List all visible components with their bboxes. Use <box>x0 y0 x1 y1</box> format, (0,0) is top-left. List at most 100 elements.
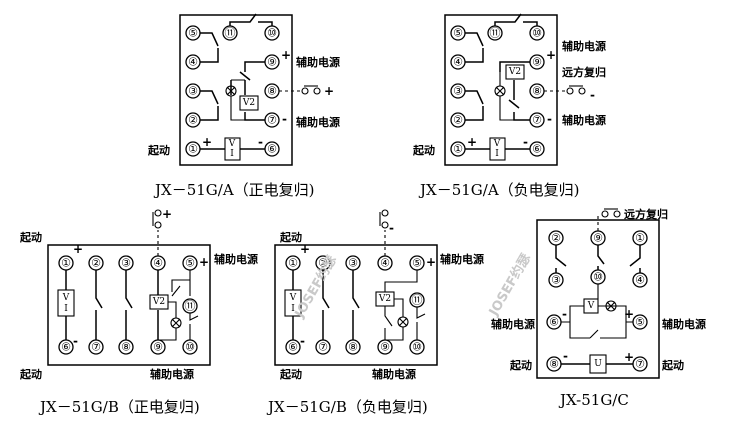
svg-text:起动: 起动 <box>19 367 42 381</box>
svg-text:③: ③ <box>453 85 463 98</box>
svg-text:V: V <box>493 139 501 149</box>
svg-text:①: ① <box>288 257 298 270</box>
contact-3-2 <box>200 90 219 121</box>
contact-1-4 <box>629 245 641 273</box>
svg-text:V2: V2 <box>508 67 521 77</box>
svg-text:⑩: ⑩ <box>593 271 603 284</box>
svg-text:+: + <box>199 255 209 269</box>
terminal-6-label: ⑥ <box>267 143 277 156</box>
terminal-11-label: ⑪ <box>225 27 236 40</box>
svg-text:V: V <box>289 293 297 303</box>
svg-text:起动: 起动 <box>661 358 684 372</box>
svg-text:V2: V2 <box>242 98 255 108</box>
relay-frame <box>444 14 558 166</box>
svg-text:-: - <box>300 334 305 348</box>
svg-text:+: + <box>624 307 634 321</box>
terminal-9-label: ⑨ <box>267 56 277 69</box>
svg-text:I: I <box>291 304 295 314</box>
svg-text:V: V <box>62 293 70 303</box>
terminal-7-label: ⑦ <box>267 114 277 127</box>
svg-text:⑨: ⑨ <box>380 341 390 354</box>
svg-text:V: V <box>587 301 595 311</box>
svg-text:起动: 起动 <box>412 143 435 157</box>
svg-text:+: + <box>624 350 634 364</box>
v2-coil <box>239 95 259 111</box>
relay-frame <box>47 244 211 366</box>
svg-text:⑪: ⑪ <box>412 294 423 307</box>
svg-text:起动: 起动 <box>509 358 532 372</box>
caption-a-negative: JX－51G/A（负电复归) <box>418 181 580 199</box>
svg-text:辅助电源: 辅助电源 <box>562 39 606 53</box>
terminal-3-label: ③ <box>188 85 198 98</box>
contact-9-10 <box>597 245 605 270</box>
svg-text:+: + <box>162 207 172 221</box>
svg-text:辅助电源: 辅助电源 <box>440 252 484 266</box>
svg-text:-: - <box>547 112 552 126</box>
svg-text:I: I <box>230 149 234 159</box>
diagram-jx51g-c: ② ⑨ ① ③ ⑩ ④ 远方复归 ⑥ ⑤ - + V ⑧ ⑦ <box>485 207 706 409</box>
diagram-jx51g-b-negative: ① ② ③ ④ ⑤ ⑥ ⑦ ⑧ ⑨ ⑩ + - + V I V2 ⑪ <box>266 209 484 416</box>
v2-coil <box>583 298 599 314</box>
aux-power-label-top: 辅助电源 <box>296 55 340 69</box>
svg-text:+: + <box>426 255 436 269</box>
svg-text:辅助电源: 辅助电源 <box>562 113 606 127</box>
contact-11-10 <box>229 13 273 26</box>
svg-text:远方复归: 远方复归 <box>624 207 668 221</box>
svg-text:起动: 起动 <box>279 230 302 244</box>
svg-text:②: ② <box>318 257 328 270</box>
svg-text:起动: 起动 <box>19 230 42 244</box>
svg-text:⑤: ⑤ <box>453 27 463 40</box>
svg-text:⑤: ⑤ <box>412 257 422 270</box>
contact-2-3 <box>555 245 567 273</box>
start-coil <box>224 137 241 161</box>
start-coil <box>589 354 607 374</box>
relay-frame <box>536 219 660 379</box>
svg-text:⑨: ⑨ <box>153 341 163 354</box>
svg-text:+: + <box>73 242 83 256</box>
svg-text:⑧: ⑧ <box>121 341 131 354</box>
svg-text:①: ① <box>61 257 71 270</box>
svg-text:+: + <box>202 135 212 149</box>
svg-text:⑩: ⑩ <box>532 27 542 40</box>
svg-text:辅助电源: 辅助电源 <box>214 252 258 266</box>
svg-text:④: ④ <box>380 257 390 270</box>
svg-text:⑪: ⑪ <box>185 300 196 313</box>
svg-text:-: - <box>258 135 263 149</box>
svg-text:-: - <box>523 135 528 149</box>
start-coil <box>489 137 506 161</box>
svg-text:V2: V2 <box>378 294 391 304</box>
terminal-10-label: ⑩ <box>267 27 277 40</box>
svg-text:+: + <box>281 48 291 62</box>
svg-text:⑥: ⑥ <box>532 143 542 156</box>
svg-text:③: ③ <box>348 257 358 270</box>
svg-text:④: ④ <box>453 56 463 69</box>
svg-text:-: - <box>282 112 287 126</box>
diagram-jx51g-b-positive: ① ② ③ ④ ⑤ ⑥ ⑦ ⑧ ⑨ ⑩ + - + V I V2 ⑪ <box>19 207 258 416</box>
svg-text:辅助电源: 辅助电源 <box>491 317 535 331</box>
contact-3-8 <box>125 270 133 340</box>
svg-text:⑩: ⑩ <box>185 341 195 354</box>
start-coil <box>284 289 302 317</box>
svg-text:-: - <box>590 88 595 102</box>
terminal-5-label: ⑤ <box>188 27 198 40</box>
svg-text:辅助电源: 辅助电源 <box>372 367 416 381</box>
terminal-4-label: ④ <box>188 56 198 69</box>
terminal-1-label: ① <box>188 143 198 156</box>
contact-2-7 <box>95 270 103 340</box>
svg-text:I: I <box>64 304 68 314</box>
svg-text:③: ③ <box>121 257 131 270</box>
aux-power-label-bottom: 辅助电源 <box>296 115 340 129</box>
svg-text:①: ① <box>635 232 645 245</box>
lamp-indicator <box>605 300 617 312</box>
svg-text:-: - <box>389 221 394 235</box>
svg-text:⑧: ⑧ <box>549 358 559 371</box>
svg-text:⑦: ⑦ <box>318 341 328 354</box>
svg-text:③: ③ <box>551 274 561 287</box>
svg-text:V2: V2 <box>152 297 165 307</box>
svg-text:+: + <box>324 84 334 98</box>
svg-text:⑧: ⑧ <box>532 85 542 98</box>
caption-a-positive: JX－51G/A（正电复归) <box>153 181 315 199</box>
svg-text:-: - <box>563 349 568 363</box>
caption-b-negative: JX－51G/B（负电复归) <box>266 398 428 416</box>
